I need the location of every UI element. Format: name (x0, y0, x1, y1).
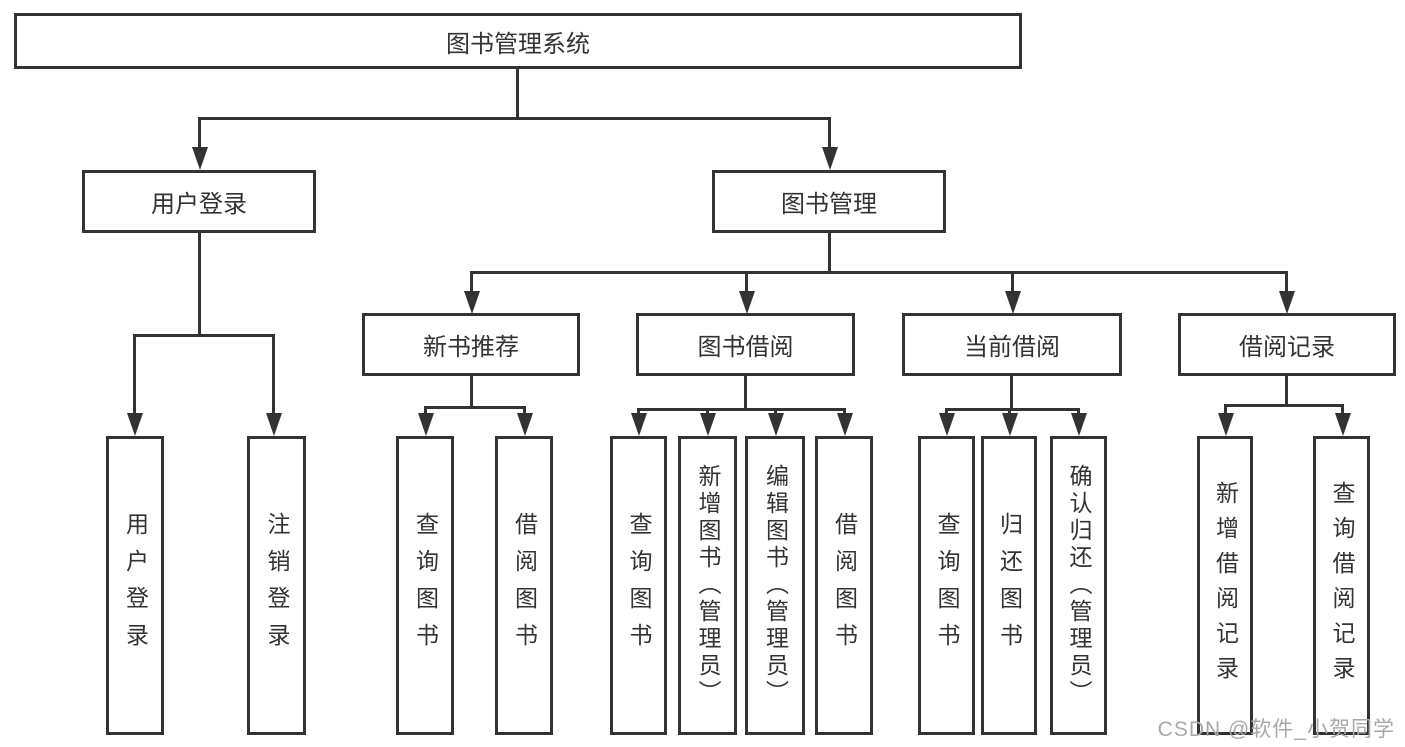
connector-vline (1341, 404, 1344, 416)
leaf-confirm-return-admin: 确认归还（管理员） (1050, 436, 1107, 735)
connector-vline (843, 408, 846, 416)
connector-hline (133, 334, 275, 337)
connector-vline (1285, 271, 1288, 293)
connector-hline (637, 408, 846, 411)
node-user-login: 用户登录 (82, 170, 316, 233)
node-new-book-recommend: 新书推荐 (362, 313, 580, 376)
connector-vline (828, 232, 831, 274)
leaf-query-books-recommend: 查询图书 (396, 436, 454, 735)
arrow-down (418, 413, 434, 436)
connector-hline (945, 408, 1080, 411)
node-borrow-records: 借阅记录 (1178, 313, 1396, 376)
leaf-borrow-books: 借阅图书 (815, 436, 873, 735)
arrow-down (837, 413, 853, 436)
leaf-query-books-current: 查询图书 (918, 436, 975, 735)
connector-vline (1008, 408, 1011, 416)
connector-vline (133, 334, 136, 414)
connector-vline (516, 68, 519, 118)
connector-vline (745, 271, 748, 293)
connector-vline (424, 406, 427, 416)
leaf-user-login: 用户登录 (106, 436, 164, 735)
arrow-down (517, 413, 533, 436)
arrow-down (739, 291, 755, 314)
node-root: 图书管理系统 (14, 13, 1022, 69)
leaf-add-book-admin: 新增图书（管理员） (678, 436, 737, 735)
connector-hline (424, 406, 526, 409)
connector-vline (272, 334, 275, 414)
arrow-down (192, 147, 208, 170)
leaf-query-borrow-record: 查询借阅记录 (1313, 436, 1370, 735)
connector-vline (470, 375, 473, 409)
arrow-down (631, 413, 647, 436)
arrow-down (127, 413, 143, 436)
arrow-down (1002, 413, 1018, 436)
connector-vline (706, 408, 709, 416)
arrow-down (1071, 413, 1087, 436)
connector-vline (1224, 404, 1227, 416)
connector-vline (1077, 408, 1080, 416)
leaf-logout: 注销登录 (247, 436, 306, 735)
connector-vline (637, 408, 640, 416)
arrow-down (768, 413, 784, 436)
arrow-down (939, 413, 955, 436)
arrow-down (700, 413, 716, 436)
connector-vline (744, 375, 747, 411)
connector-vline (198, 232, 201, 336)
connector-vline (1011, 271, 1014, 293)
connector-vline (1010, 375, 1013, 411)
arrow-down (464, 291, 480, 314)
leaf-add-borrow-record: 新增借阅记录 (1197, 436, 1253, 735)
connector-vline (774, 408, 777, 416)
connector-hline (198, 117, 831, 120)
arrow-down (266, 413, 282, 436)
node-book-borrow: 图书借阅 (636, 313, 855, 376)
connector-hline (470, 271, 1288, 274)
node-book-management: 图书管理 (712, 170, 946, 233)
connector-vline (198, 117, 201, 148)
leaf-query-books-borrow: 查询图书 (610, 436, 667, 735)
connector-hline (1224, 404, 1344, 407)
arrow-down (1279, 291, 1295, 314)
arrow-down (1335, 413, 1351, 436)
node-current-borrow: 当前借阅 (902, 313, 1122, 376)
arrow-down (1218, 413, 1234, 436)
leaf-borrow-books-recommend: 借阅图书 (495, 436, 553, 735)
connector-vline (523, 406, 526, 416)
connector-vline (1285, 375, 1288, 407)
leaf-return-book: 归还图书 (981, 436, 1037, 735)
connector-vline (828, 117, 831, 148)
connector-vline (470, 271, 473, 293)
connector-vline (945, 408, 948, 416)
leaf-edit-book-admin: 编辑图书（管理员） (745, 436, 805, 735)
arrow-down (822, 147, 838, 170)
arrow-down (1005, 291, 1021, 314)
watermark: CSDN @软件_小贺同学 (1157, 718, 1395, 741)
